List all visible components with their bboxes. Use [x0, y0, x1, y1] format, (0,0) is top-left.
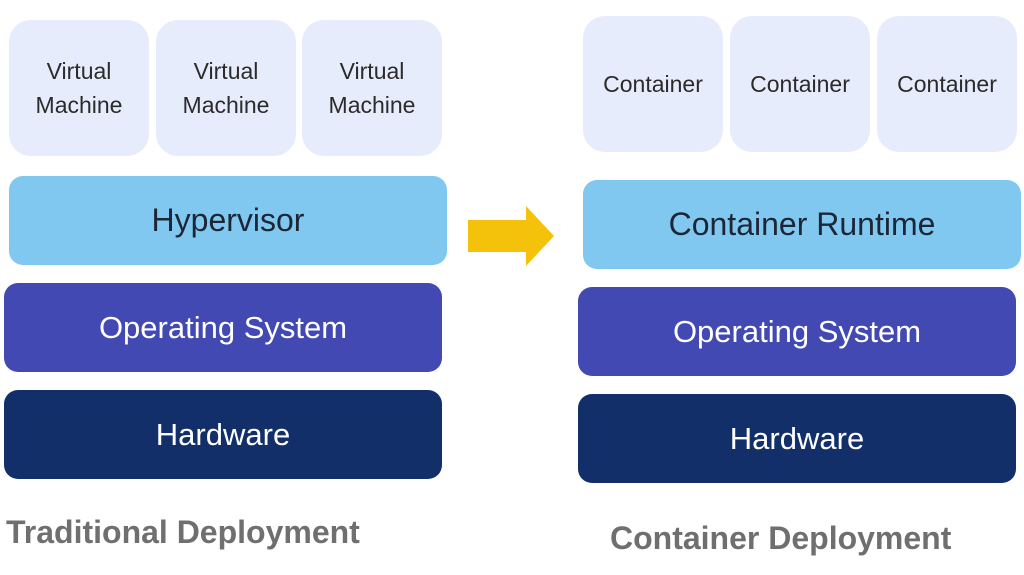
- operating-system-label: Operating System: [98, 309, 348, 345]
- operating-system-label: Operating System: [672, 313, 922, 349]
- container-box: Container: [583, 16, 723, 152]
- vm-label-line1: Virtual: [46, 58, 112, 84]
- hardware-label: Hardware: [155, 416, 291, 452]
- hardware-label: Hardware: [729, 420, 865, 456]
- virtual-machine-box: Virtual Machine: [156, 20, 296, 156]
- operating-system-layer: Operating System: [578, 287, 1016, 376]
- vm-label-line1: Virtual: [193, 58, 259, 84]
- traditional-deployment-caption: Traditional Deployment: [6, 514, 360, 550]
- container-label: Container: [750, 71, 850, 97]
- hardware-layer: Hardware: [4, 390, 442, 479]
- container-deployment-caption: Container Deployment: [610, 520, 952, 556]
- container-box: Container: [730, 16, 870, 152]
- container-runtime-layer: Container Runtime: [583, 180, 1021, 269]
- right-arrow-icon: [468, 206, 554, 266]
- vm-label-line2: Machine: [35, 92, 123, 118]
- container-label: Container: [603, 71, 703, 97]
- arrow-shape: [468, 206, 554, 266]
- virtual-machine-box: Virtual Machine: [302, 20, 442, 156]
- vm-label-line1: Virtual: [339, 58, 405, 84]
- operating-system-layer: Operating System: [4, 283, 442, 372]
- container-box: Container: [877, 16, 1017, 152]
- container-label: Container: [897, 71, 997, 97]
- hypervisor-layer: Hypervisor: [9, 176, 447, 265]
- hypervisor-label: Hypervisor: [151, 202, 305, 238]
- vm-label-line2: Machine: [328, 92, 416, 118]
- vm-label-line2: Machine: [182, 92, 270, 118]
- container-runtime-label: Container Runtime: [668, 206, 936, 242]
- virtual-machine-box: Virtual Machine: [9, 20, 149, 156]
- hardware-layer: Hardware: [578, 394, 1016, 483]
